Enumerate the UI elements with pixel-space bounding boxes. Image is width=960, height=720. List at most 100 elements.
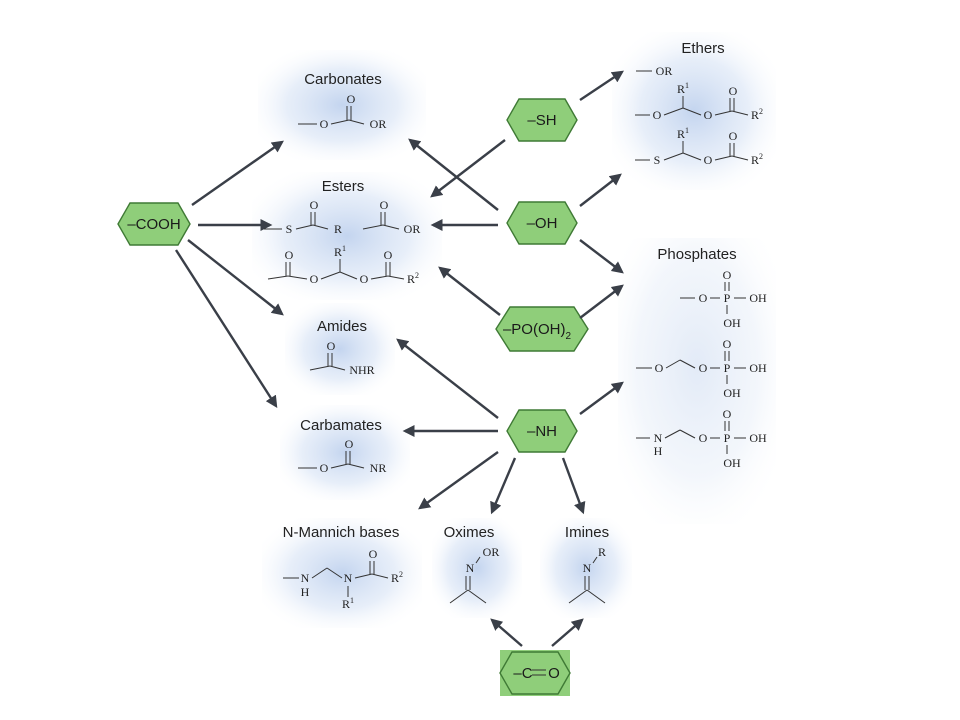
svg-text:O: O — [723, 407, 732, 421]
svg-text:O: O — [729, 84, 738, 98]
svg-text:O: O — [310, 198, 319, 212]
arrow-carbonyl-oximes — [490, 618, 523, 647]
svg-text:NHR: NHR — [349, 363, 374, 377]
esters-title: Esters — [322, 178, 365, 195]
arrow-nh-mannich — [418, 451, 499, 510]
svg-text:N: N — [344, 571, 353, 585]
svg-text:O: O — [320, 117, 329, 131]
carbonates-title: Carbonates — [304, 71, 382, 88]
phosphates-halo — [618, 238, 776, 524]
svg-text:O: O — [655, 361, 664, 375]
cooh-hexagon: –COOH — [117, 202, 191, 246]
arrow-nh-imines — [561, 457, 586, 515]
svg-text:R1: R1 — [342, 596, 354, 611]
arrow-cooh-amides — [187, 239, 284, 316]
svg-text:N: N — [301, 571, 310, 585]
carbamates-title: Carbamates — [300, 417, 382, 434]
svg-text:O: O — [723, 337, 732, 351]
mannich-title: N-Mannich bases — [283, 524, 400, 541]
nh-label: –NH — [527, 423, 557, 440]
svg-text:R1: R1 — [677, 81, 689, 96]
svg-text:O: O — [347, 92, 356, 106]
svg-text:O: O — [369, 547, 378, 561]
svg-text:O: O — [285, 248, 294, 262]
svg-text:O: O — [384, 248, 393, 262]
carbonates-group: Carbonates O O OR — [298, 71, 386, 131]
svg-text:O: O — [699, 361, 708, 375]
phosphates-title: Phosphates — [657, 246, 736, 263]
svg-text:OH: OH — [749, 431, 767, 445]
amides-halo — [285, 303, 395, 395]
carbamates-halo — [280, 405, 410, 500]
cooh-label: –COOH — [127, 216, 180, 233]
svg-text:H: H — [654, 444, 663, 458]
svg-text:OR: OR — [656, 64, 673, 78]
oh-hexagon: –OH — [506, 201, 578, 245]
ethers-group: Ethers OR O R1 O O R2 S R1 O O R2 — [635, 40, 763, 167]
svg-text:O: O — [320, 461, 329, 475]
svg-text:OH: OH — [723, 316, 741, 330]
ethers-halo — [612, 32, 776, 190]
svg-text:R: R — [598, 545, 606, 559]
svg-text:R2: R2 — [391, 570, 403, 585]
esters-group: Esters S O R O OR O O R1 O O R2 — [264, 178, 420, 286]
po-label: –PO(OH)2 — [503, 321, 572, 342]
carbonyl-left-label: –C — [513, 665, 532, 682]
nh-hexagon: –NH — [506, 409, 578, 453]
mannich-halo — [262, 518, 422, 628]
arrow-oh-phosphates — [579, 239, 624, 274]
svg-text:R: R — [334, 222, 342, 236]
svg-text:P: P — [724, 291, 731, 305]
arrow-po-esters — [438, 266, 501, 316]
svg-text:O: O — [360, 272, 369, 286]
carbonyl-right-label: O — [548, 665, 560, 682]
svg-text:O: O — [653, 108, 662, 122]
svg-text:N: N — [654, 431, 663, 445]
sh-hexagon: –SH — [506, 98, 578, 142]
arrow-sh-esters — [430, 139, 506, 198]
arrow-oh-carbonates — [408, 138, 499, 211]
svg-text:O: O — [699, 431, 708, 445]
svg-text:OH: OH — [749, 291, 767, 305]
po-hexagon: –PO(OH)2 — [495, 306, 589, 352]
svg-text:R2: R2 — [751, 152, 763, 167]
svg-text:N: N — [466, 561, 475, 575]
svg-text:O: O — [327, 339, 336, 353]
svg-text:P: P — [724, 361, 731, 375]
arrow-nh-oximes — [490, 457, 517, 515]
svg-text:OR: OR — [404, 222, 421, 236]
svg-text:N: N — [583, 561, 592, 575]
svg-text:S: S — [286, 222, 293, 236]
svg-text:R1: R1 — [334, 244, 346, 259]
ethers-title: Ethers — [681, 40, 724, 57]
carbonyl-hexagon: –C O — [499, 650, 571, 696]
imines-halo — [540, 518, 632, 618]
arrow-oh-ethers — [579, 173, 622, 207]
carbamates-group: Carbamates O O NR — [298, 417, 386, 475]
svg-text:NR: NR — [370, 461, 387, 475]
imines-title: Imines — [565, 524, 609, 541]
esters-halo — [252, 172, 442, 300]
oximes-title: Oximes — [444, 524, 495, 541]
amides-group: Amides O NHR — [309, 318, 375, 377]
svg-text:O: O — [704, 153, 713, 167]
arrow-cooh-carbonates — [191, 140, 284, 206]
imines-group: Imines N R — [565, 524, 609, 604]
oh-label: –OH — [527, 215, 558, 232]
arrow-cooh-carbamates — [174, 249, 278, 409]
sh-label: –SH — [527, 112, 556, 129]
svg-text:O: O — [699, 291, 708, 305]
svg-text:OH: OH — [749, 361, 767, 375]
svg-text:OR: OR — [370, 117, 387, 131]
arrow-sh-ethers — [579, 70, 624, 101]
oximes-halo — [432, 518, 522, 618]
svg-text:S: S — [654, 153, 661, 167]
svg-text:O: O — [723, 268, 732, 282]
phosphates-group: Phosphates O O P OH OH O O O P OH OH O N… — [636, 246, 767, 470]
mannich-group: N-Mannich bases N H N R1 O R2 — [283, 524, 403, 611]
arrow-po-phosphates — [579, 284, 624, 319]
svg-text:O: O — [380, 198, 389, 212]
svg-text:OH: OH — [723, 386, 741, 400]
svg-text:OR: OR — [483, 545, 500, 559]
